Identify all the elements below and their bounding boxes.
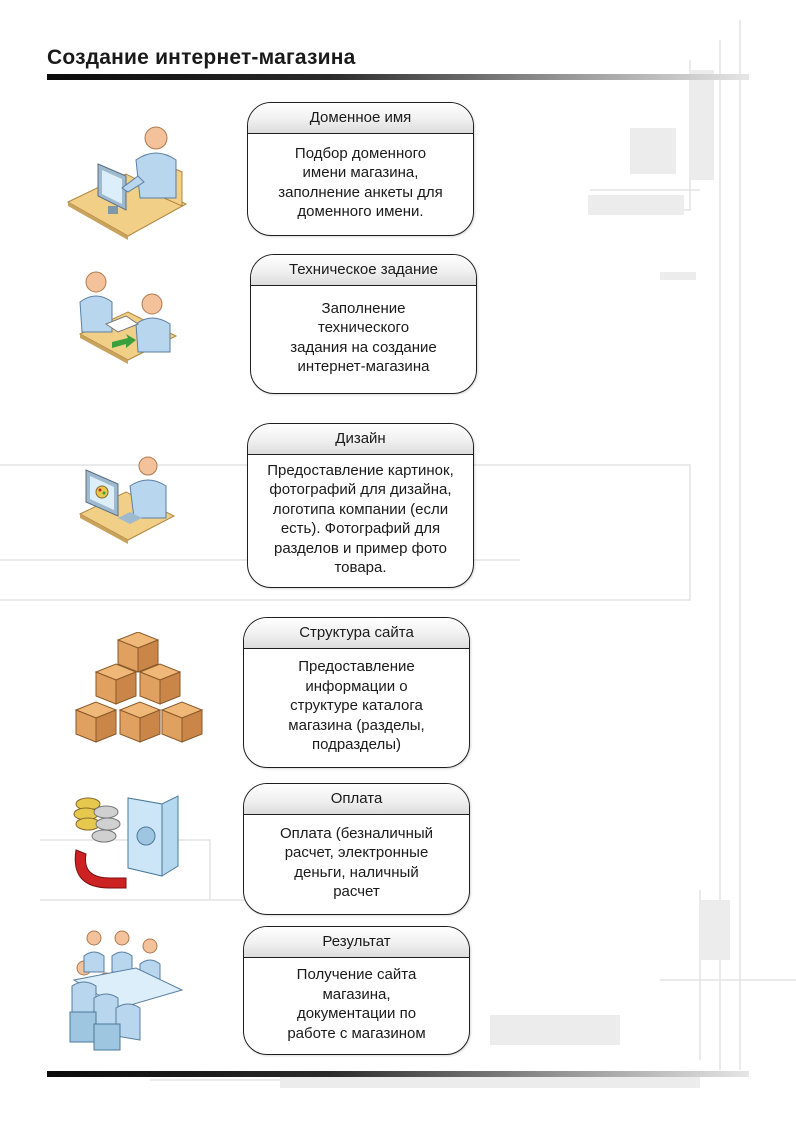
step-domain: Доменное имя Подбор доменного имени мага… xyxy=(247,102,474,236)
step-payment-title: Оплата xyxy=(244,784,469,815)
step-domain-text: Подбор доменного имени магазина, заполне… xyxy=(278,144,443,221)
step-payment: Оплата Оплата (безналичный расчет, элект… xyxy=(243,783,470,915)
step-spec: Техническое задание Заполнение техническ… xyxy=(250,254,477,394)
step-structure-text: Предоставление информации о структуре ка… xyxy=(288,658,425,754)
footer-rule xyxy=(47,1071,749,1077)
title-underline xyxy=(47,74,749,80)
meeting-table-icon xyxy=(69,930,184,1051)
step-design-text: Предоставление картинок, фотографий для … xyxy=(267,461,454,577)
step-spec-text: Заполнение технического задания на созда… xyxy=(290,299,437,376)
designer-monitor-icon xyxy=(78,456,176,544)
step-payment-text: Оплата (безналичный расчет, электронные … xyxy=(279,824,434,901)
step-domain-title: Доменное имя xyxy=(248,103,473,134)
workstation-person-icon xyxy=(66,126,188,240)
step-spec-title: Техническое задание xyxy=(251,255,476,286)
step-result-text: Получение сайта магазина, документации п… xyxy=(287,966,426,1042)
step-structure-title: Структура сайта xyxy=(244,618,469,649)
stacked-boxes-icon xyxy=(75,632,203,743)
step-design: Дизайн Предоставление картинок, фотограф… xyxy=(247,423,474,588)
page-title: Создание интернет-магазина xyxy=(47,46,356,69)
step-result: Результат Получение сайта магазина, доку… xyxy=(243,926,470,1055)
coins-safe-icon xyxy=(73,795,179,889)
document-handover-icon xyxy=(78,271,178,364)
step-structure: Структура сайта Предоставление информаци… xyxy=(243,617,470,768)
step-result-title: Результат xyxy=(244,927,469,958)
step-design-title: Дизайн xyxy=(248,424,473,455)
